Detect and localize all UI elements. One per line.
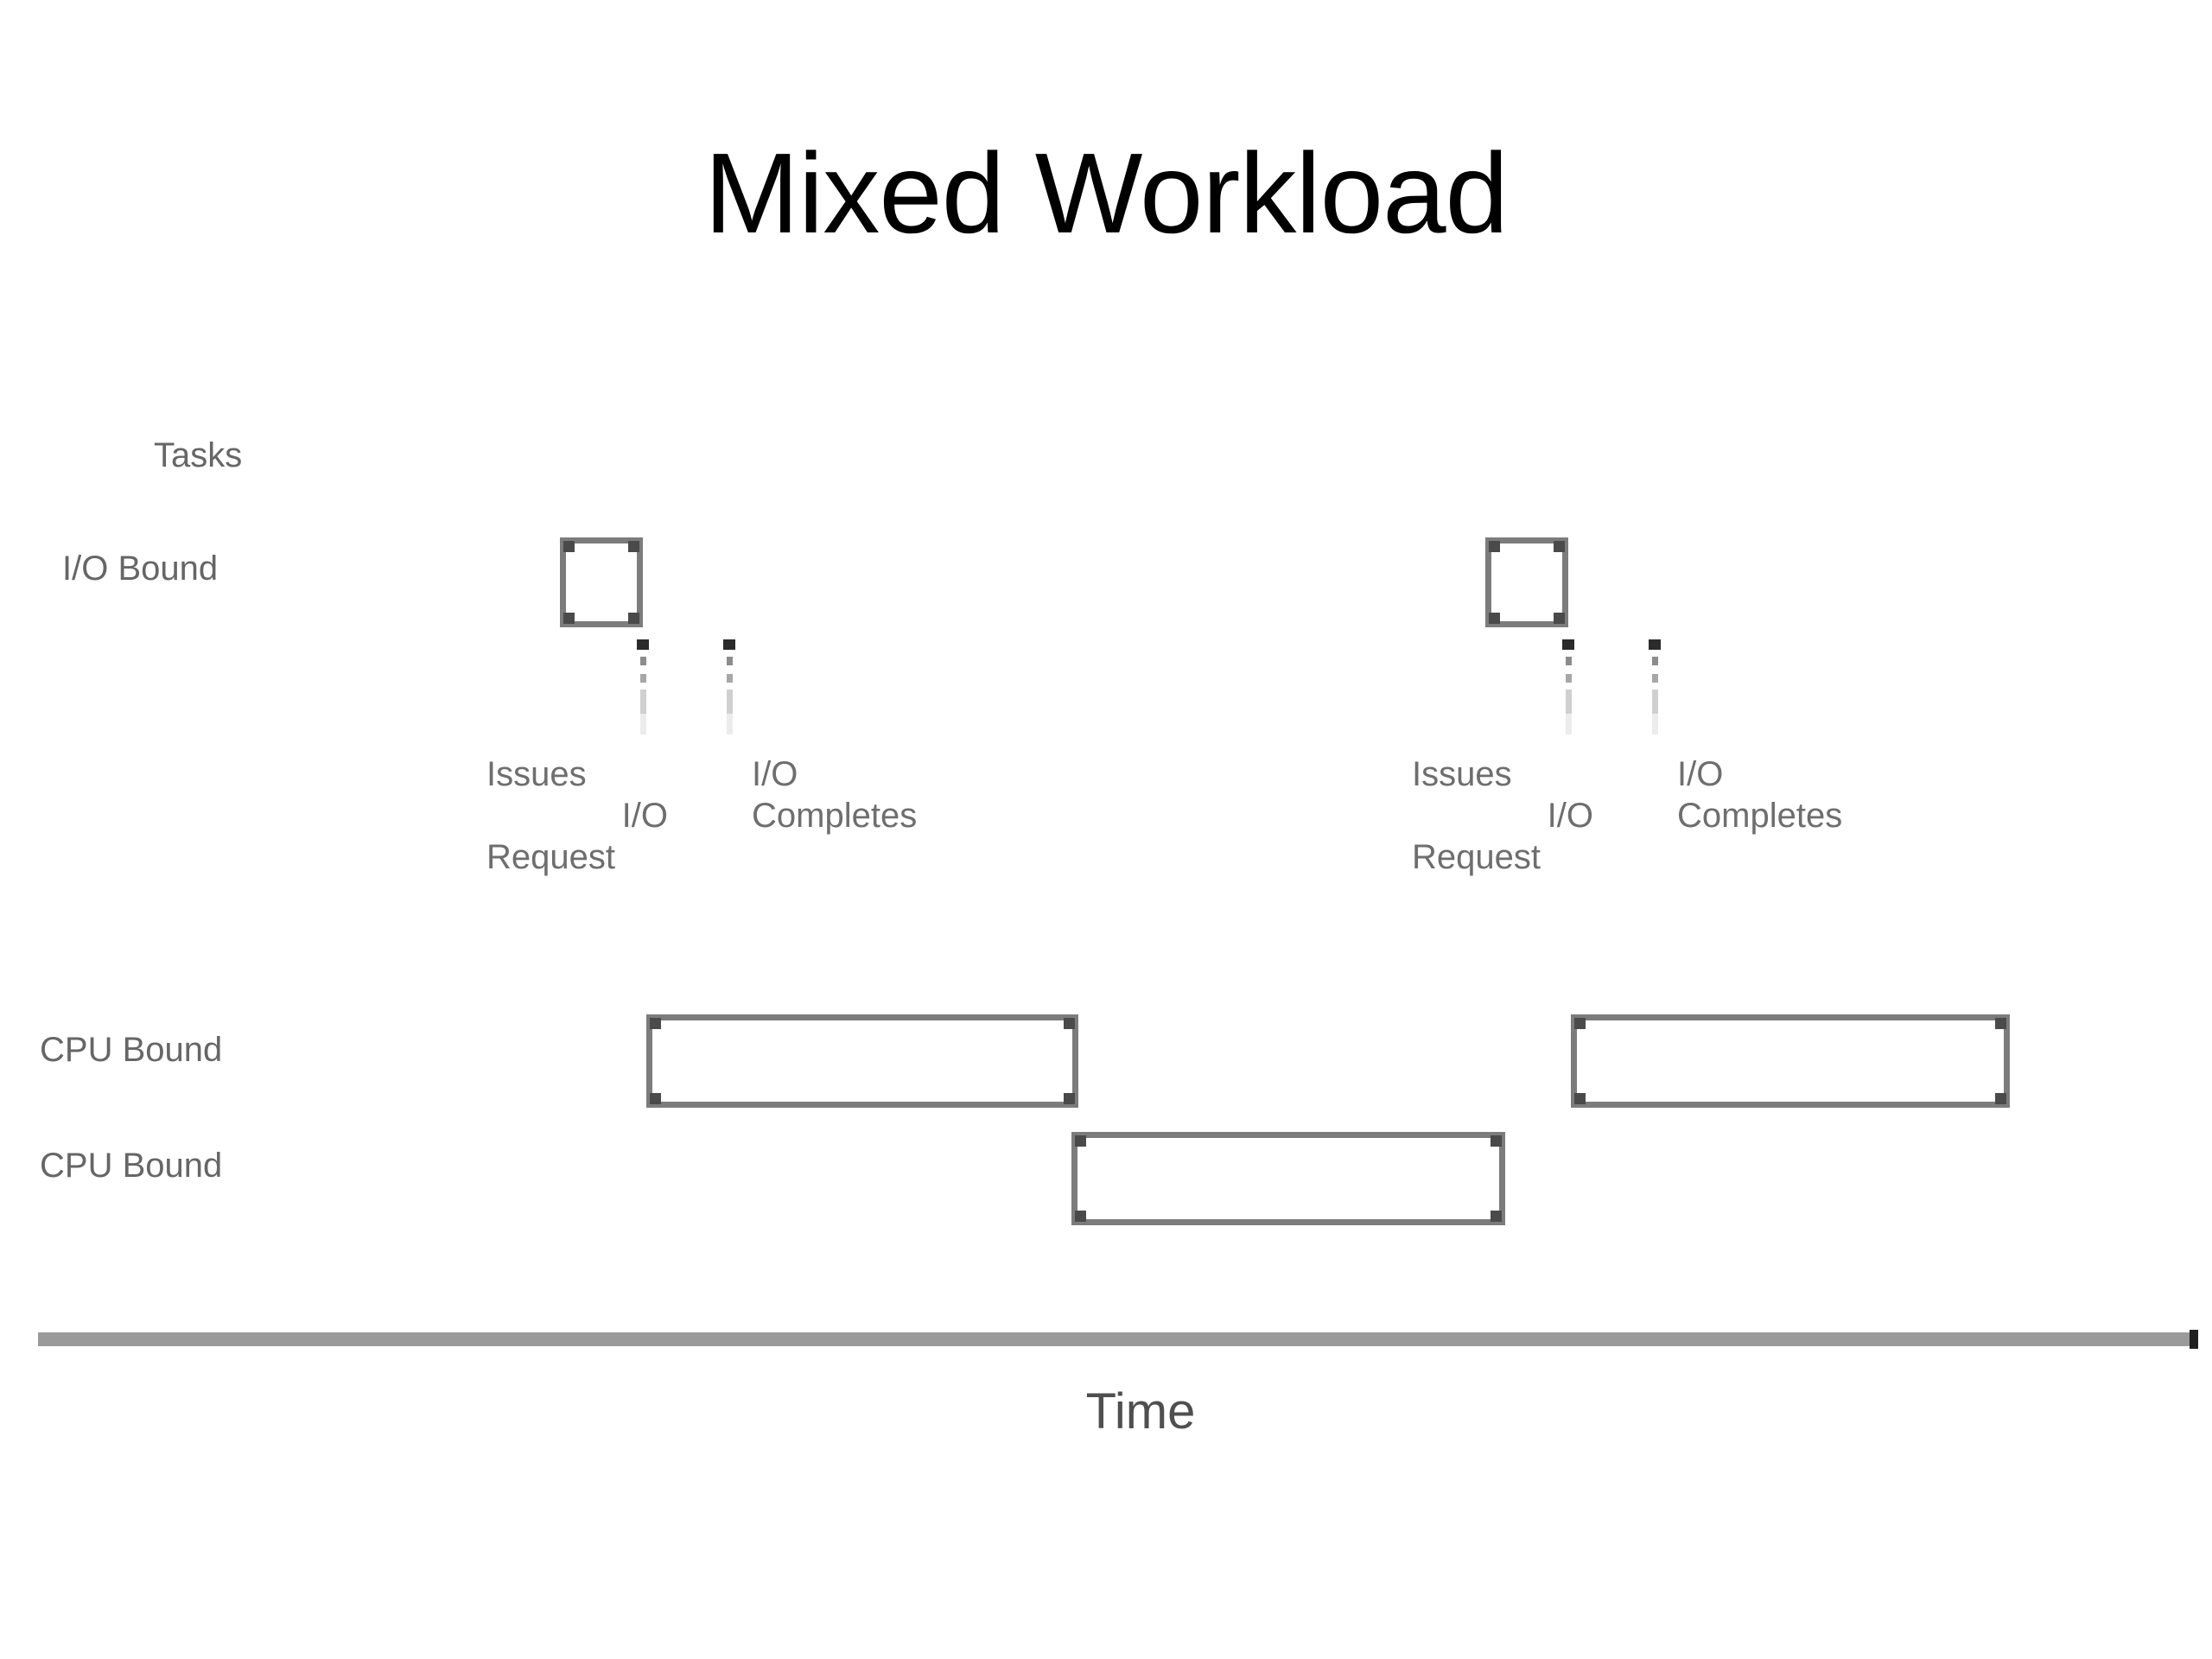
annotation-line-1: I/O (1677, 755, 1724, 793)
dotted-line (1652, 652, 1658, 734)
annotation-line-1: Issues (486, 755, 587, 793)
annotation-issues-io-request-1: Issues I/O Request (486, 753, 668, 878)
resize-handle-top-left[interactable] (1574, 1018, 1586, 1029)
cpu-bound-task-bar-3[interactable] (1571, 1014, 2010, 1108)
resize-handle-top-left[interactable] (1489, 541, 1500, 552)
arrowhead-icon (637, 639, 649, 650)
time-axis-line (38, 1330, 2198, 1349)
io-bound-task-box-2[interactable] (1485, 537, 1568, 627)
resize-handle-bottom-right[interactable] (1995, 1093, 2006, 1104)
arrowhead-icon (1649, 639, 1661, 650)
dotted-arrow-issue-request-1 (635, 639, 651, 734)
arrowhead-icon (723, 639, 735, 650)
annotation-line-2: I/O (1547, 797, 1593, 835)
dotted-arrow-io-completes-1 (721, 639, 737, 734)
resize-handle-bottom-left[interactable] (563, 613, 575, 624)
axis-end-marker (2190, 1330, 2198, 1349)
annotation-line-3: Request (1412, 838, 1541, 876)
dotted-arrow-issue-request-2 (1560, 639, 1576, 734)
io-bound-task-box-1[interactable] (560, 537, 643, 627)
row-label-io-bound: I/O Bound (62, 550, 219, 588)
axis-label-tasks: Tasks (154, 436, 243, 474)
dotted-line (727, 652, 733, 734)
dotted-line (640, 652, 646, 734)
resize-handle-top-right[interactable] (1554, 541, 1565, 552)
cpu-bound-task-bar-1[interactable] (646, 1014, 1078, 1108)
annotation-io-completes-2: I/O Completes (1677, 753, 1842, 836)
resize-handle-top-left[interactable] (1075, 1135, 1086, 1147)
annotation-issues-io-request-2: Issues I/O Request (1412, 753, 1593, 878)
resize-handle-top-right[interactable] (1064, 1018, 1075, 1029)
resize-handle-bottom-left[interactable] (1574, 1093, 1586, 1104)
cpu-bound-task-bar-2[interactable] (1071, 1132, 1505, 1225)
annotation-line-1: Issues (1412, 755, 1512, 793)
resize-handle-top-right[interactable] (628, 541, 639, 552)
resize-handle-bottom-right[interactable] (1554, 613, 1565, 624)
resize-handle-top-left[interactable] (650, 1018, 661, 1029)
dotted-arrow-io-completes-2 (1647, 639, 1662, 734)
resize-handle-bottom-right[interactable] (1491, 1211, 1502, 1222)
annotation-line-1: I/O (752, 755, 798, 793)
row-label-cpu-bound-1: CPU Bound (40, 1031, 223, 1069)
resize-handle-top-left[interactable] (563, 541, 575, 552)
resize-handle-bottom-left[interactable] (1489, 613, 1500, 624)
resize-handle-top-right[interactable] (1995, 1018, 2006, 1029)
resize-handle-bottom-right[interactable] (1064, 1093, 1075, 1104)
arrowhead-icon (1562, 639, 1574, 650)
annotation-io-completes-1: I/O Completes (752, 753, 917, 836)
annotation-line-2: Completes (1677, 797, 1843, 835)
page-title: Mixed Workload (704, 130, 1509, 257)
dotted-line (1566, 652, 1572, 734)
axis-label-time: Time (1085, 1383, 1196, 1440)
annotation-line-3: Request (486, 838, 615, 876)
resize-handle-bottom-left[interactable] (650, 1093, 661, 1104)
resize-handle-top-right[interactable] (1491, 1135, 1502, 1147)
annotation-line-2: I/O (621, 797, 668, 835)
row-label-cpu-bound-2: CPU Bound (40, 1147, 223, 1185)
resize-handle-bottom-left[interactable] (1075, 1211, 1086, 1222)
resize-handle-bottom-right[interactable] (628, 613, 639, 624)
annotation-line-2: Completes (752, 797, 918, 835)
